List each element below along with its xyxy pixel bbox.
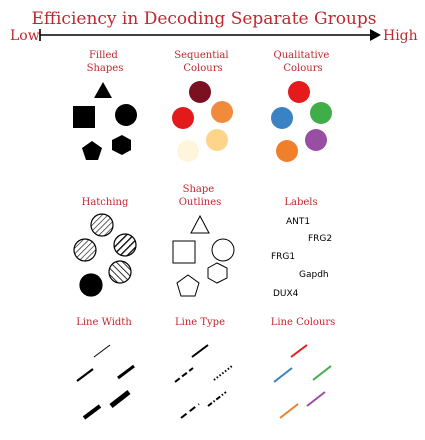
diagram-title: Efficiency in Decoding Separate Groups	[32, 9, 377, 29]
line-type-sample	[191, 344, 209, 358]
sequential-colour-dot	[206, 129, 228, 151]
line-width-sample	[117, 364, 135, 380]
filled-square-icon	[73, 106, 95, 128]
panel-title-line-colours: Line Colours	[271, 317, 336, 328]
qualitative-colour-dot	[310, 102, 332, 124]
panel-titles: Filled Shapes Sequential Colours Qualita…	[76, 50, 335, 328]
line-width-sample	[93, 344, 111, 358]
labels-panel: ANT1 FRG2 FRG1 Gapdh DUX4	[271, 217, 332, 299]
sequential-colours-panel	[172, 81, 233, 162]
line-type-sample	[213, 365, 233, 381]
line-type-sample	[180, 403, 200, 419]
qualitative-colour-dot	[288, 81, 310, 103]
line-width-sample	[82, 404, 102, 420]
gene-label: Gapdh	[299, 270, 329, 280]
filled-circle-icon	[115, 104, 137, 126]
panel-title-line-type: Line Type	[175, 317, 225, 328]
panel-title-line: Shape	[183, 184, 215, 195]
panel-title-shape-outlines: Shape Outlines	[179, 184, 222, 208]
hatched-circle-icon	[90, 213, 114, 237]
line-colour-sample	[306, 391, 326, 407]
hatching-panel	[73, 213, 137, 297]
sequential-colour-dot	[177, 140, 199, 162]
panel-title-sequential-colours: Sequential Colours	[174, 50, 232, 74]
panel-title-filled-shapes: Filled Shapes	[87, 50, 124, 74]
outline-triangle-icon	[190, 214, 210, 234]
panel-title-qualitative-colours: Qualitative Colours	[274, 50, 333, 74]
filled-pentagon-icon	[82, 141, 102, 160]
gene-label: FRG1	[271, 252, 295, 262]
gene-label: DUX4	[273, 289, 299, 299]
line-colour-sample	[312, 365, 332, 381]
gene-label: FRG2	[308, 234, 332, 244]
panel-title-line: Sequential	[174, 50, 228, 61]
line-colour-sample	[273, 367, 293, 383]
line-colour-sample	[279, 403, 299, 419]
line-colours-panel	[273, 344, 332, 419]
panel-title-line: Colours	[183, 63, 222, 74]
sequential-colour-dot	[189, 81, 211, 103]
qualitative-colour-dot	[305, 129, 327, 151]
line-colour-sample	[290, 344, 308, 358]
solid-circle-icon	[79, 273, 103, 297]
outline-pentagon-icon	[176, 274, 200, 297]
scale-low-label: Low	[10, 28, 40, 44]
panel-title-hatching: Hatching	[82, 197, 129, 208]
sequential-colour-dot	[211, 101, 233, 123]
line-width-panel	[76, 344, 135, 420]
sequential-colour-dot	[172, 107, 194, 129]
qualitative-colour-dot	[271, 107, 293, 129]
efficiency-scale: Low High	[10, 28, 418, 44]
panel-title-line: Qualitative	[274, 50, 330, 61]
filled-triangle-icon	[94, 82, 112, 98]
scale-high-label: High	[383, 28, 418, 44]
panel-title-line: Filled	[89, 50, 118, 61]
line-width-sample	[76, 368, 94, 382]
line-type-panel	[174, 344, 233, 419]
outline-hexagon-icon	[207, 262, 228, 284]
scale-arrow-head	[370, 29, 381, 41]
line-type-sample	[207, 391, 227, 407]
filled-shapes-panel	[73, 82, 137, 160]
line-type-sample	[174, 367, 194, 383]
filled-hexagon-icon	[112, 135, 131, 155]
hatched-circle-icon	[113, 233, 137, 257]
line-width-sample	[109, 390, 131, 408]
outline-circle-icon	[211, 238, 235, 262]
hatched-circle-icon	[73, 238, 97, 262]
panel-title-line: Shapes	[87, 63, 124, 74]
qualitative-colour-dot	[276, 140, 298, 162]
panel-title-line: Colours	[283, 63, 322, 74]
panel-title-line: Outlines	[179, 197, 222, 208]
gene-label: ANT1	[286, 217, 310, 227]
panel-title-labels: Labels	[284, 197, 317, 208]
qualitative-colours-panel	[271, 81, 332, 162]
shape-outlines-panel	[172, 214, 235, 297]
hatched-circle-icon	[108, 260, 132, 284]
outline-square-icon	[172, 240, 196, 264]
panel-title-line-width: Line Width	[76, 317, 132, 328]
